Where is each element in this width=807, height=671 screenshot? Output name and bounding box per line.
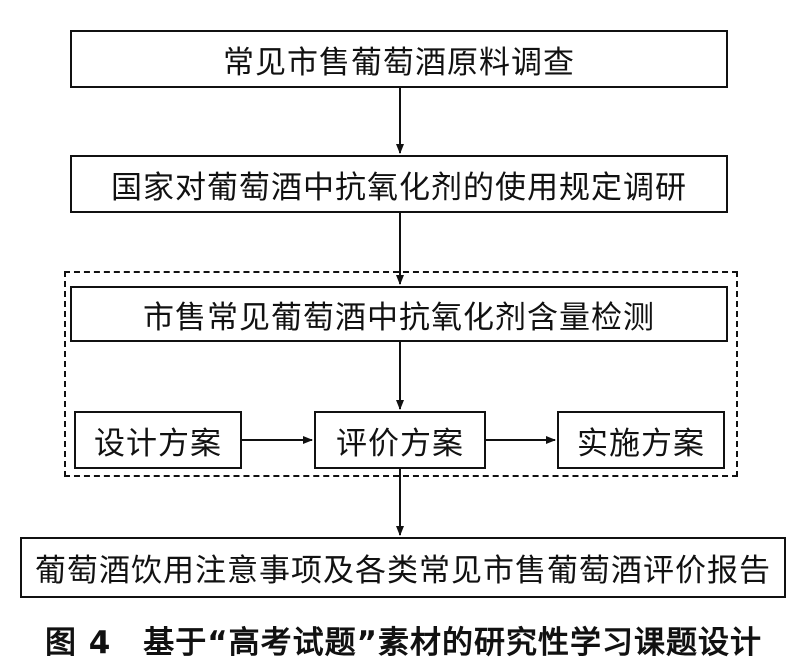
node-implement-plan: 实施方案 (557, 411, 725, 469)
node-antioxidant-detection: 市售常见葡萄酒中抗氧化剂含量检测 (70, 286, 728, 342)
node-final-report: 葡萄酒饮用注意事项及各类常见市售葡萄酒评价报告 (20, 537, 786, 598)
node-regulation-research: 国家对葡萄酒中抗氧化剂的使用规定调研 (70, 155, 728, 213)
figure-caption: 图 4 基于“高考试题”素材的研究性学习课题设计 (44, 625, 763, 661)
node-evaluate-plan: 评价方案 (314, 411, 486, 469)
node-design-plan: 设计方案 (74, 411, 242, 469)
node-raw-material-survey: 常见市售葡萄酒原料调查 (70, 30, 728, 88)
